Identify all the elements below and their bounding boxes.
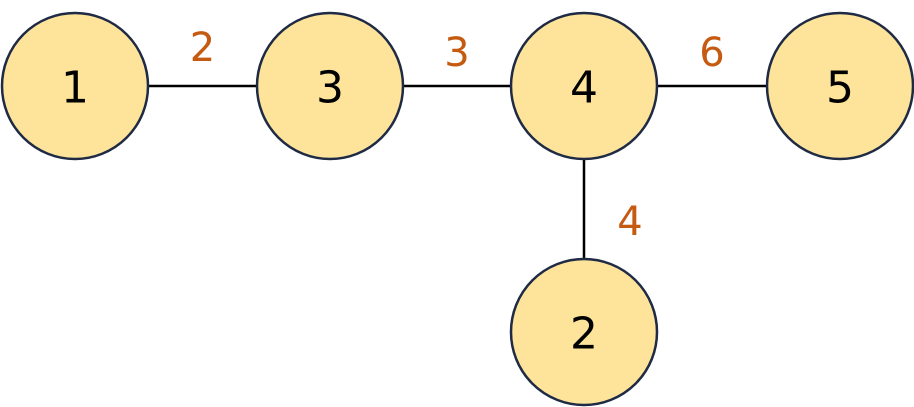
node-label-1: 1 xyxy=(61,63,89,114)
node-circle-2 xyxy=(509,257,659,407)
node-5: 5 xyxy=(765,11,914,161)
edge-weight-4-2: 4 xyxy=(617,199,642,245)
node-label-4: 4 xyxy=(570,63,598,114)
node-circle-5 xyxy=(765,11,914,161)
edge-weight-4-5: 6 xyxy=(699,30,724,76)
node-label-2: 2 xyxy=(570,309,598,360)
nodes-layer: 1 3 4 5 2 xyxy=(0,11,914,407)
node-circle-4 xyxy=(509,11,659,161)
node-label-5: 5 xyxy=(826,63,854,114)
edge-weight-1-3: 2 xyxy=(190,25,215,71)
node-3: 3 xyxy=(255,11,405,161)
node-1: 1 xyxy=(0,11,150,161)
edges-layer xyxy=(75,84,840,332)
weights-layer: 2 3 6 4 xyxy=(190,25,725,245)
node-2: 2 xyxy=(509,257,659,407)
node-4: 4 xyxy=(509,11,659,161)
edge-weight-3-4: 3 xyxy=(444,30,469,76)
node-label-3: 3 xyxy=(316,63,344,114)
node-circle-1 xyxy=(0,11,150,161)
node-circle-3 xyxy=(255,11,405,161)
